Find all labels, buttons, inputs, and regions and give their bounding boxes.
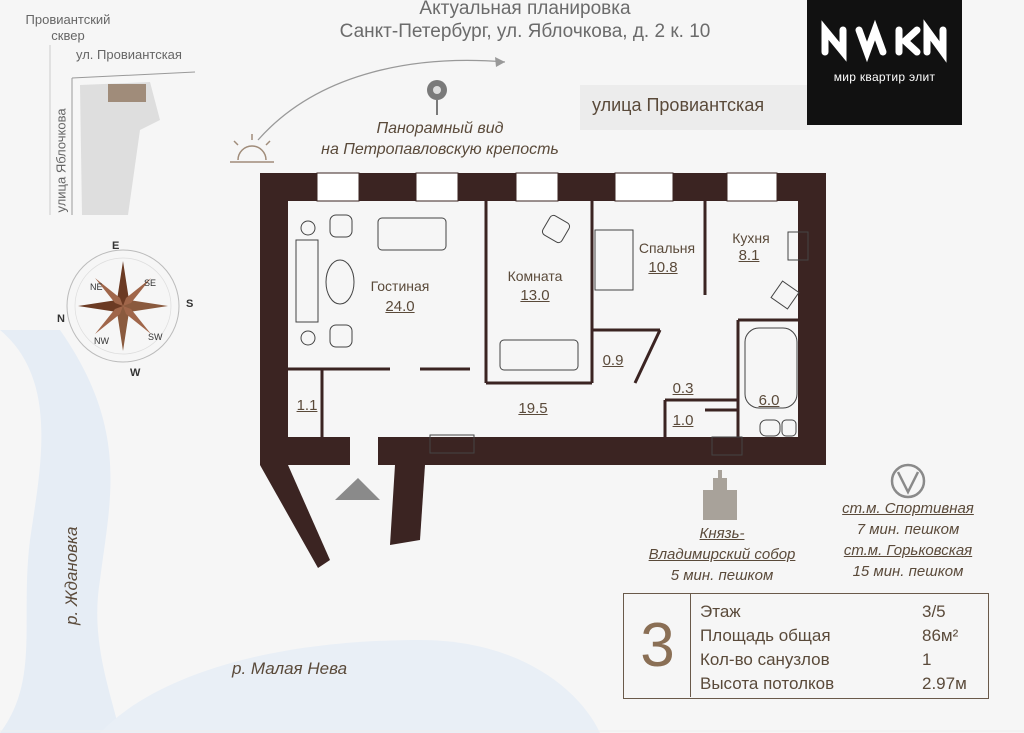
- plan-windows: [316, 172, 778, 202]
- compass-w: W: [130, 367, 141, 379]
- river-zhdanovka: [0, 330, 120, 733]
- sun-icon: [230, 134, 274, 163]
- compass-e: E: [112, 240, 120, 252]
- info-label-height: Высота потолков: [700, 674, 835, 693]
- room-living-name: Гостиная: [370, 278, 430, 294]
- logo-text: мир квартир элит: [833, 70, 936, 84]
- info-value-bathrooms: 1: [922, 650, 932, 669]
- cathedral-icon: [703, 470, 737, 520]
- area-hall: 19.5: [518, 400, 548, 417]
- map-building-roof: [108, 84, 146, 102]
- compass-nw: NW: [94, 336, 109, 346]
- area-bath: 6.0: [758, 392, 780, 409]
- area-closet3: 0.3: [672, 380, 694, 397]
- river-malaya-neva: [100, 640, 600, 733]
- compass-se: SE: [144, 278, 157, 288]
- info-value-floor: 3/5: [922, 602, 946, 621]
- info-value-area: 86м²: [922, 626, 959, 645]
- info-divider: [690, 593, 691, 697]
- map-label-street-top: ул. Провиантская: [76, 47, 182, 62]
- info-label-floor: Этаж: [700, 602, 741, 621]
- plan-interior-walls: [288, 201, 798, 437]
- area-wc: 1.0: [672, 412, 694, 429]
- compass-n: N: [57, 313, 65, 325]
- room-kitchen-name: Кухня: [732, 230, 770, 246]
- room-living-area: 24.0: [385, 298, 415, 315]
- info-box: [623, 593, 989, 699]
- panorama-caption: Панорамный вид на Петропавловскую крепос…: [321, 120, 559, 158]
- cathedral-info: Князь- Владимирский собор 5 мин. пешком: [648, 525, 796, 584]
- plan-title: Актуальная планировка: [419, 0, 631, 19]
- street-label-right: улица Провиантская: [592, 95, 765, 115]
- room-room-area: 13.0: [520, 287, 550, 304]
- street-strip: [580, 85, 810, 130]
- metro-icon: [890, 463, 926, 499]
- map-label-square: Провиантский сквер: [25, 12, 111, 43]
- compass-ne: NE: [90, 282, 103, 292]
- entrance-arrow: [335, 478, 380, 500]
- compass-s: S: [186, 298, 194, 310]
- panorama-arc: [257, 59, 506, 141]
- compass-rose-icon: [66, 249, 180, 363]
- room-room-name: Комната: [507, 268, 563, 284]
- room-bedroom-name: Спальня: [638, 240, 696, 256]
- logo: [807, 0, 962, 125]
- rooms-count: 3: [640, 611, 675, 680]
- info-label-bathrooms: Кол-во санузлов: [700, 650, 830, 669]
- metro-info: ст.м. Спортивная 7 мин. пешком ст.м. Гор…: [842, 500, 974, 580]
- room-bedroom-area: 10.8: [648, 259, 678, 276]
- room-kitchen-area: 8.1: [738, 247, 760, 264]
- compass-sw: SW: [148, 332, 163, 342]
- info-value-height: 2.97м: [922, 674, 967, 693]
- area-closet2: 0.9: [602, 352, 624, 369]
- map-building-block: [80, 82, 160, 215]
- area-closet1: 1.1: [296, 397, 318, 414]
- plan-furniture: [295, 214, 809, 456]
- address: Санкт-Петербург, ул. Яблочкова, д. 2 к. …: [339, 21, 711, 42]
- info-label-area: Площадь общая: [700, 626, 831, 645]
- map-pin-icon: [427, 80, 447, 115]
- map-label-street-side: улица Яблочкова: [53, 108, 69, 213]
- mkv-logo-icon: [821, 19, 947, 63]
- river-label-zhdanovka: р. Ждановка: [62, 526, 81, 625]
- river-label-malaya-neva: р. Малая Нева: [232, 659, 348, 678]
